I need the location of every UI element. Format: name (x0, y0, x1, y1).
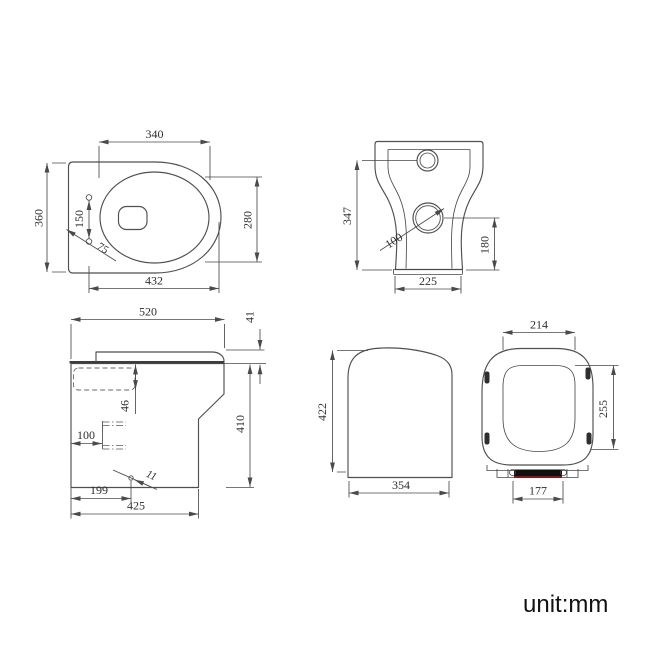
side-dim-410: 410 (226, 364, 254, 488)
rear-dim-100-label: 100 (382, 230, 405, 252)
side-dim-46: 46 (118, 364, 138, 414)
rear-dim-225: 225 (394, 274, 462, 294)
plan-dim-280-label: 280 (241, 211, 255, 229)
hinge-bar-accent (514, 476, 562, 478)
side-dim-199-label: 199 (90, 483, 108, 497)
seat-bumper-top-right (585, 367, 591, 380)
plan-dim-280: 280 (205, 176, 262, 263)
rear-dim-180-label: 180 (478, 236, 492, 254)
front-dim-354: 354 (348, 478, 450, 498)
front-dim-422: 422 (315, 350, 368, 473)
plan-view: 340 360 280 432 150 75 (32, 127, 262, 293)
side-dim-100: 100 (71, 428, 102, 446)
side-dim-425-label: 425 (127, 499, 145, 513)
side-dim-41: 41 (224, 311, 266, 384)
side-hidden-rim (73, 367, 136, 391)
side-view: 520 41 410 46 100 199 (69, 305, 266, 519)
seat-dim-177: 177 (512, 481, 564, 504)
side-inlet-centrelines (102, 421, 126, 450)
hinge-pin-left (509, 469, 516, 476)
plan-dim-340-label: 340 (146, 127, 164, 141)
rear-dim-347: 347 (340, 160, 417, 271)
side-dim-520-label: 520 (139, 305, 157, 319)
plan-dim-432-label: 432 (145, 274, 163, 288)
rear-drain-hole-inner (415, 205, 441, 231)
side-dim-520: 520 (70, 305, 225, 359)
plan-fixing-hole-top (85, 194, 93, 201)
seat-bumper-bottom-right (586, 432, 592, 445)
front-dim-354-label: 354 (392, 478, 410, 492)
seat-bumpers (484, 367, 592, 445)
side-leader-11: 11 (112, 468, 158, 490)
seat-dim-214: 214 (502, 318, 576, 350)
plan-dim-150: 150 (72, 200, 92, 239)
side-dim-410-label: 410 (233, 415, 247, 433)
side-lid-profile (95, 351, 225, 363)
plan-dim-75-leader: 75 (66, 229, 117, 262)
rear-dim-225-label: 225 (419, 274, 437, 288)
plan-dim-150-label: 150 (72, 210, 86, 228)
front-view: 422 354 (315, 347, 453, 498)
side-outlet-point (128, 475, 134, 481)
plan-dim-360-label: 360 (32, 209, 46, 227)
seat-hinge-assembly (486, 465, 589, 478)
rear-dim-180: 180 (444, 217, 500, 271)
side-leader-11-label: 11 (144, 468, 158, 483)
side-dim-46-label: 46 (118, 400, 132, 412)
plan-dim-340: 340 (98, 127, 211, 180)
side-dim-100-label: 100 (77, 428, 95, 442)
seat-dim-214-label: 214 (530, 318, 548, 332)
side-body-outline (70, 362, 225, 489)
rear-dim-347-label: 347 (340, 207, 354, 225)
unit-note: unit:mm (523, 591, 609, 618)
front-dim-422-label: 422 (315, 403, 329, 421)
plan-flush-hole (117, 205, 148, 231)
seat-view: 214 255 177 (481, 318, 619, 504)
rear-dim-100-diameter: 100 (379, 208, 445, 252)
rear-drain-hole-outer (412, 202, 444, 234)
seat-cover-outline (481, 347, 594, 466)
seat-dim-255: 255 (575, 365, 619, 450)
side-dim-199: 199 (70, 481, 132, 519)
seat-lid-inner-panel (502, 365, 576, 452)
plan-pan-outline (67, 161, 222, 274)
plan-dim-360: 360 (32, 162, 66, 273)
rear-base-plinth (393, 269, 463, 275)
seat-bumper-bottom-left (484, 432, 490, 445)
side-dim-425: 425 (71, 489, 199, 519)
seat-bumper-top-left (484, 371, 490, 384)
front-body-outline (347, 347, 453, 479)
seat-dim-255-label: 255 (596, 400, 610, 418)
seat-dim-177-label: 177 (529, 484, 547, 498)
hinge-pin-right (560, 469, 567, 476)
side-dim-41-label: 41 (243, 311, 257, 323)
rear-view: 347 180 225 100 (340, 140, 500, 294)
plan-seat-opening (99, 171, 210, 264)
rear-inlet-hole-inner (419, 152, 436, 169)
plan-dim-432: 432 (88, 222, 220, 293)
hinge-bar (514, 469, 562, 476)
rear-inner-wall-lines (387, 149, 471, 269)
